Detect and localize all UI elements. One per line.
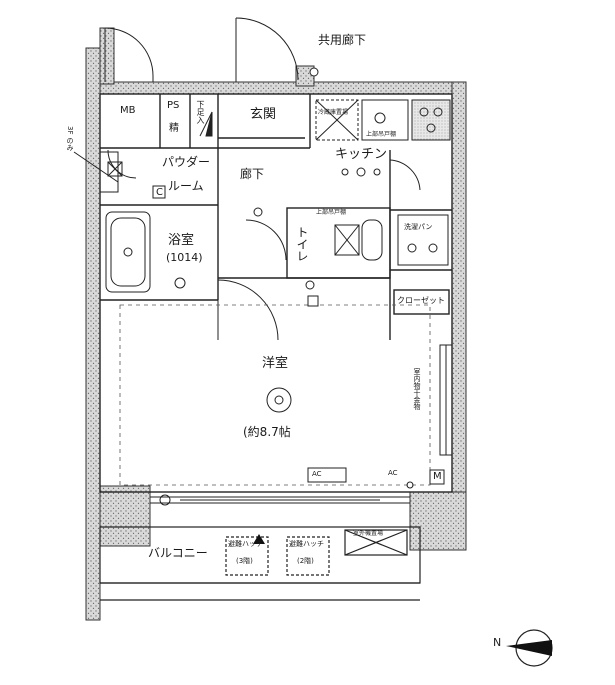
- kitchen-fixtures: [315, 99, 451, 141]
- sink-cabinet-label: 上部吊戸棚: [366, 131, 397, 138]
- balcony-label: バルコニー: [148, 546, 208, 560]
- outdoor-unit-label: 室外機置場: [353, 530, 384, 537]
- ac-right-label: AC: [388, 469, 398, 477]
- shoe-box-label: 精: [169, 123, 179, 134]
- hall-label: 廊下: [240, 167, 265, 181]
- ps-label: PS: [167, 100, 180, 111]
- room-dashes: [119, 304, 431, 486]
- toilet-cabinet-label: 上部吊戸棚: [316, 209, 347, 216]
- wall-note-label: 室内物干金物: [413, 368, 421, 410]
- kitchen-label: キッチン: [335, 147, 388, 162]
- shoe-rack-label: 下足入: [196, 100, 205, 124]
- shoe-rack-icon: [199, 111, 213, 137]
- bath-label: 浴室: [168, 233, 195, 248]
- hatch-2f-label-1: 避難ハッチ: [289, 540, 324, 548]
- western-room-size-label: (約8.7帖: [243, 425, 291, 439]
- ceiling-light-icon: [159, 167, 414, 506]
- toilet-label: トイレ: [295, 226, 309, 262]
- bath-size-label: (1014): [166, 251, 203, 264]
- hatch-pointer-icon: [253, 534, 265, 544]
- svg-text:N: N: [493, 636, 501, 649]
- sanitary-fixtures: [107, 161, 449, 266]
- marker-boxes: [152, 185, 445, 485]
- entrance-label: 玄関: [250, 107, 277, 122]
- corridor-label: 共用廊下: [318, 33, 367, 47]
- western-room-label: 洋室: [262, 356, 289, 371]
- ac-left-label: AC: [312, 470, 322, 478]
- mb-label: MB: [120, 105, 136, 116]
- door-swings: [104, 17, 421, 341]
- hatch-3f-label-1: 避難ハッチ: [228, 540, 263, 548]
- north-arrow-icon: N: [493, 629, 553, 667]
- powder-room-label-2: ルーム: [168, 179, 204, 193]
- powder-room-label-1: パウダー: [162, 155, 211, 169]
- balcony-area: [99, 526, 421, 601]
- bath-tub: [105, 211, 151, 293]
- meter-icon: [309, 67, 319, 77]
- c-mark: C: [156, 187, 163, 198]
- hatch-3f-label-2: (3階): [236, 557, 253, 565]
- sliding-window: [150, 344, 453, 504]
- hatch-2f-label-2: (2階): [297, 557, 314, 565]
- washer-label: 洗濯パン: [404, 223, 433, 231]
- fridge-space-label: 冷蔵庫置場: [318, 109, 349, 116]
- closet-label: クローゼット: [397, 296, 445, 305]
- rise-pipe-label: 3F のみ: [66, 126, 74, 151]
- m-mark: M: [433, 471, 442, 482]
- interior-walls: [99, 93, 453, 493]
- rise-pipe-icon: [73, 151, 119, 193]
